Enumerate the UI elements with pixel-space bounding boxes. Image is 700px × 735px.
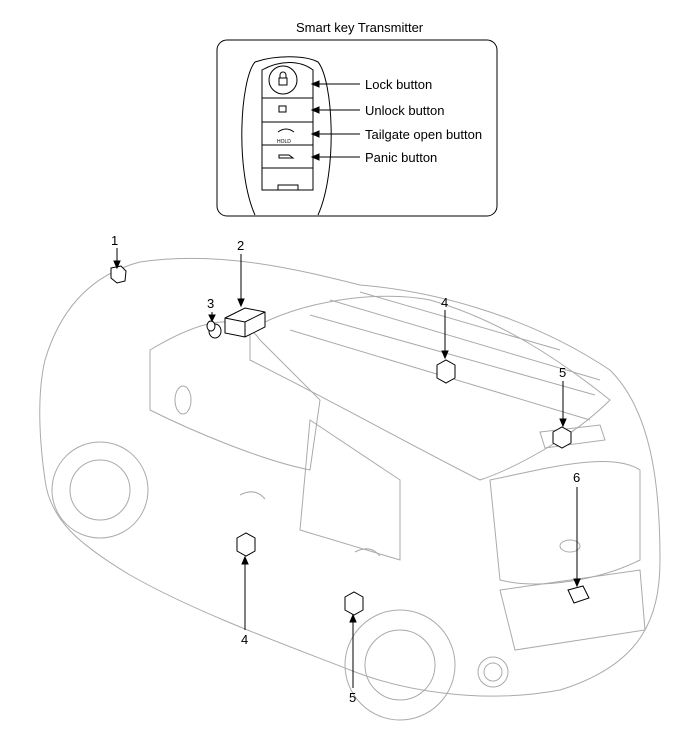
label-panic-button: Panic button <box>365 150 438 165</box>
components <box>110 265 590 616</box>
callout-4-bottom: 4 <box>241 632 249 647</box>
label-unlock-button: Unlock button <box>365 103 445 118</box>
inset-frame <box>216 39 498 217</box>
callout-5-top: 5 <box>559 365 567 380</box>
callout-5-bottom: 5 <box>349 690 357 705</box>
callout-3: 3 <box>207 296 215 311</box>
label-lock-button: Lock button <box>365 77 433 92</box>
component-4-bottom <box>236 532 256 557</box>
fob-hold-text: HOLD <box>277 139 291 145</box>
component-2 <box>224 307 266 338</box>
component-4-top <box>436 359 456 384</box>
callout-2: 2 <box>237 238 245 253</box>
key-fob <box>241 56 332 216</box>
component-1 <box>110 265 127 284</box>
callout-6: 6 <box>573 470 581 485</box>
callout-1: 1 <box>111 233 119 248</box>
component-5-top <box>552 426 572 449</box>
fob-arrows <box>310 80 360 161</box>
component-3 <box>206 320 222 339</box>
component-5-bottom <box>344 591 364 616</box>
label-tailgate-open-button: Tailgate open button <box>365 127 483 142</box>
callout-arrows <box>113 248 581 688</box>
inset-title: Smart key Transmitter <box>296 20 424 35</box>
vehicle-outline <box>39 257 661 721</box>
component-6 <box>567 585 590 604</box>
callout-4-top: 4 <box>441 295 449 310</box>
